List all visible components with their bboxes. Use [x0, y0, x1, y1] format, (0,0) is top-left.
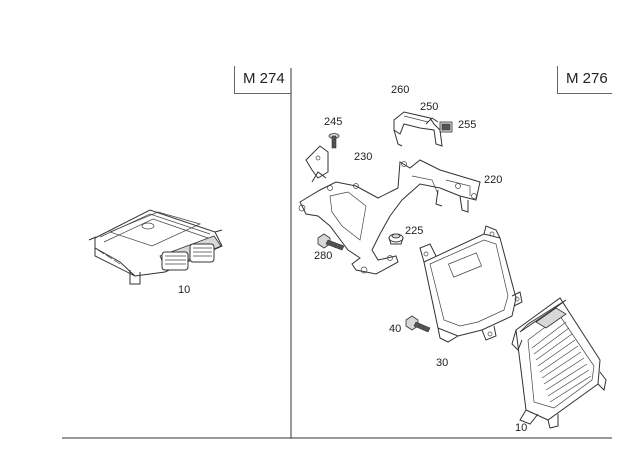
callout-250: 250: [420, 101, 439, 113]
bolt-40-illustration: [405, 315, 431, 333]
bolt-245-illustration: [328, 133, 340, 149]
callout-10-left: 10: [178, 284, 191, 296]
left-ecu-illustration: [88, 209, 223, 285]
model-label-m276: M 276: [557, 66, 612, 94]
upper-bracket-illustration: [393, 111, 453, 147]
model-label-m274: M 274: [234, 66, 291, 94]
callout-245: 245: [324, 116, 343, 128]
callout-230: 230: [354, 151, 373, 163]
callout-225: 225: [405, 225, 424, 237]
callout-280: 280: [314, 250, 333, 262]
right-ecu-illustration: [511, 297, 607, 429]
bolt-280-illustration: [317, 233, 345, 251]
part-230-illustration: [305, 145, 329, 179]
callout-220: 220: [484, 174, 503, 186]
callout-10-right: 10: [515, 422, 528, 434]
callout-30: 30: [436, 357, 449, 369]
callout-40: 40: [389, 323, 402, 335]
callout-255: 255: [458, 119, 477, 131]
clip-225-illustration: [388, 233, 404, 245]
housing-illustration: [419, 225, 523, 343]
bracket-illustration: [298, 159, 481, 275]
callout-260: 260: [391, 84, 410, 96]
